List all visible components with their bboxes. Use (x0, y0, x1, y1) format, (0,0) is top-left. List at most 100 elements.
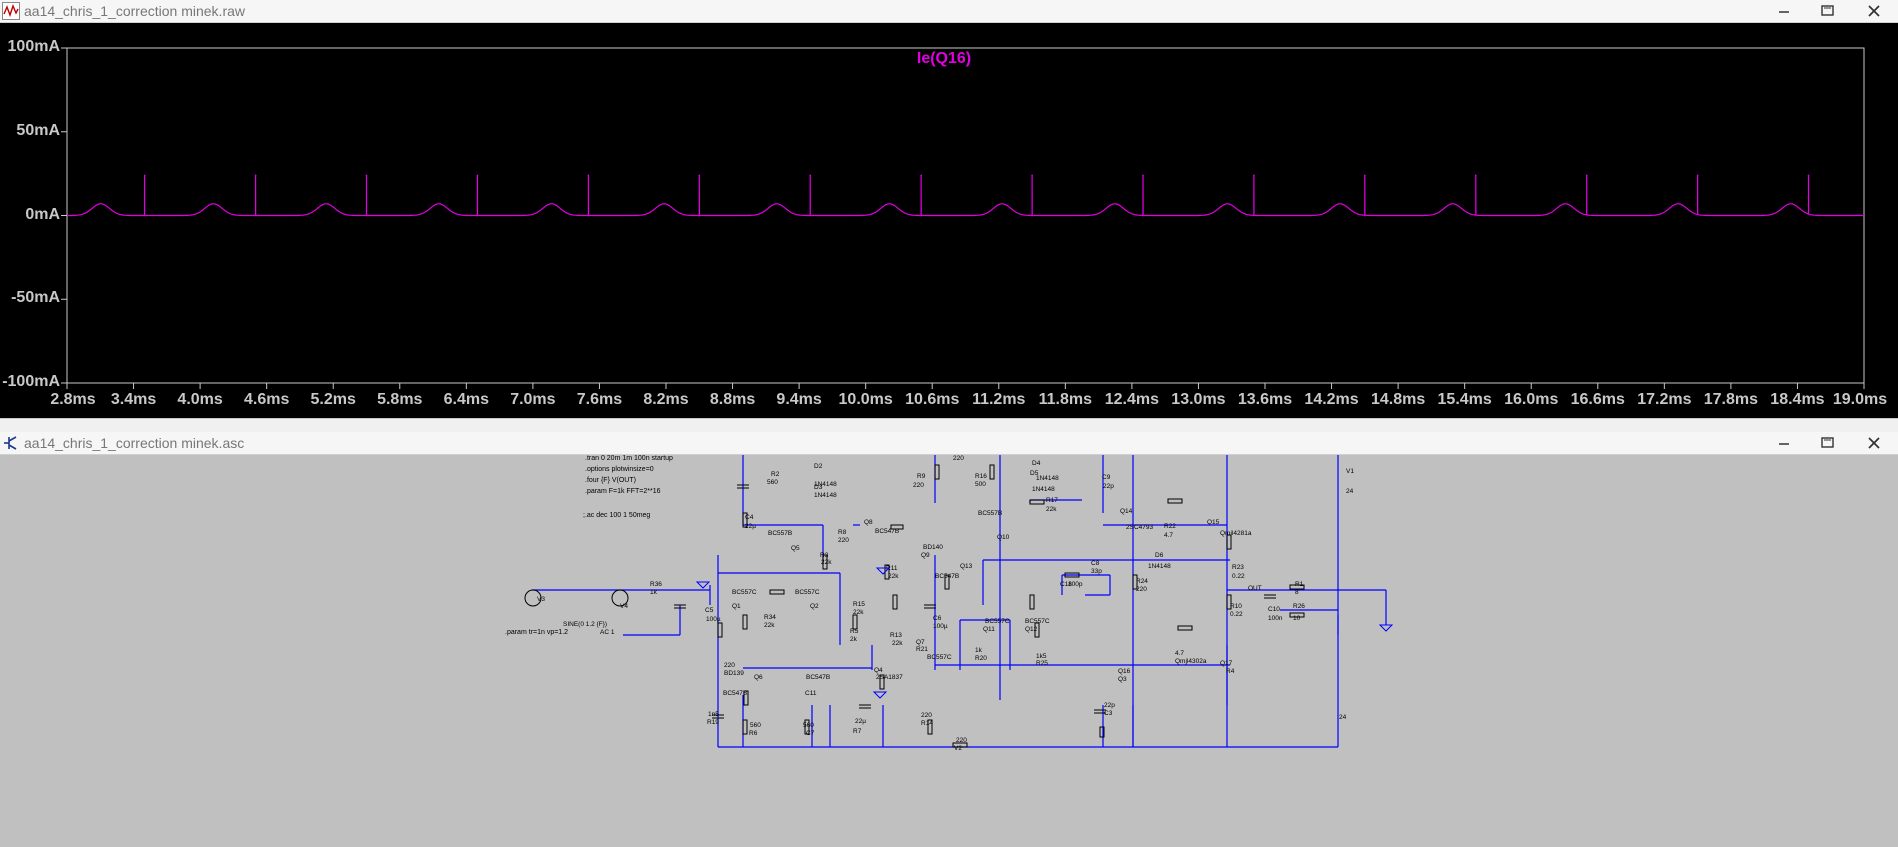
component-label: R16 (975, 473, 987, 480)
component-label: 2SA1837 (876, 674, 903, 681)
component-label: 22k (853, 609, 864, 616)
spike-peak-point (920, 174, 922, 177)
minimize-button[interactable] (1766, 433, 1802, 453)
component-label: R8 (838, 529, 847, 536)
maximize-button[interactable] (1810, 1, 1846, 21)
component-label: BC547B (875, 528, 899, 535)
component-label: R2 (771, 471, 780, 478)
component-label: 4.7 (1164, 532, 1173, 539)
x-tick-label: 10.0ms (838, 391, 893, 408)
component-label: R5 (850, 628, 859, 635)
spike-peak-point (1474, 174, 1477, 177)
resistor-symbol (1226, 534, 1232, 550)
spike-peak-point (1142, 174, 1144, 177)
component-label: V4 (620, 603, 628, 610)
component-label: OUT (1248, 585, 1262, 592)
spice-directive: .param tr=1n vp=1.2 (505, 629, 568, 636)
resistor-symbol (952, 742, 968, 748)
resistor-symbol (742, 719, 748, 735)
component-label: R10 (1230, 603, 1242, 610)
x-tick-label: 10.6ms (905, 391, 960, 408)
spice-directive: .four {F} V(OUT) (585, 477, 636, 484)
component-label: BC557B (768, 530, 792, 537)
component-label: BC557C (732, 589, 757, 596)
resistor-symbol (890, 524, 904, 530)
resistor-symbol (1132, 574, 1138, 590)
spike-peak-point (698, 174, 701, 177)
component-label: Q6 (754, 674, 763, 681)
x-tick-label: 5.2ms (310, 391, 356, 408)
component-label: 33p (1091, 568, 1102, 575)
x-tick-label: 12.4ms (1104, 391, 1160, 408)
schematic-drawing[interactable]: .lib http://www.minek.com/lib/minek.lib.… (0, 455, 1898, 847)
schematic-window-title: aa14_chris_1_correction minek.asc (24, 435, 245, 451)
component-label: 10 (1293, 615, 1301, 622)
component-label: C9 (1102, 474, 1111, 481)
component-label: 100µ (706, 616, 721, 623)
schematic-window-titlebar[interactable]: aa14_chris_1_correction minek.asc (0, 432, 1898, 455)
component-label: R11 (886, 565, 898, 572)
component-label: Q17 (1220, 660, 1233, 667)
close-button[interactable] (1856, 1, 1892, 21)
x-tick-label: 4.0ms (177, 391, 223, 408)
component-label: 24 (1346, 488, 1354, 495)
component-label: R22 (1164, 523, 1176, 530)
x-tick-label: 8.8ms (709, 391, 756, 408)
component-label: 1k (650, 589, 658, 596)
component-label: 22p (1104, 702, 1115, 709)
x-tick-label: 13.6ms (1237, 391, 1293, 408)
resistor-symbol (742, 614, 748, 630)
minimize-icon (1777, 436, 1791, 450)
y-tick-label: -100mA (2, 373, 60, 390)
minimize-button[interactable] (1766, 1, 1802, 21)
component-label: BC557B (978, 510, 1002, 517)
component-label: Q16 (1118, 668, 1131, 675)
x-tick-label: 17.2ms (1637, 391, 1692, 408)
component-label: Qmjl4281a (1220, 530, 1252, 537)
component-label: R19 (707, 719, 719, 726)
resistor-symbol (879, 674, 885, 690)
resistor-symbol (927, 719, 933, 735)
resistor-symbol (1034, 622, 1040, 638)
component-label: 500 (975, 481, 986, 488)
maximize-button[interactable] (1810, 433, 1846, 453)
component-label: 1N4148 (1036, 475, 1059, 482)
y-tick-label: 50mA (16, 121, 60, 139)
component-label: BC557C (795, 589, 820, 596)
trace-label[interactable]: Ie(Q16) (916, 50, 972, 67)
x-tick-label: 4.6ms (243, 391, 290, 408)
component-label: 22µ (855, 718, 866, 725)
component-label: R17 (1046, 497, 1058, 504)
component-label: AC 1 (600, 629, 615, 636)
component-label: 220 (921, 712, 932, 719)
ground-symbol (875, 567, 891, 575)
x-tick-label: 6.4ms (443, 391, 490, 408)
component-label: Q2 (810, 603, 819, 610)
x-tick-label: 16.6ms (1570, 391, 1625, 408)
component-label: C6 (933, 615, 942, 622)
component-label: D5 (1030, 470, 1039, 477)
component-label: 1N4148 (814, 481, 837, 488)
component-label: 4.7 (1175, 650, 1184, 657)
component-label: 220 (838, 537, 849, 544)
component-label: 2k (850, 636, 858, 643)
trace-ie-q16 (67, 175, 1864, 217)
maximize-icon (1820, 436, 1836, 450)
spike-peak-point (1031, 174, 1033, 177)
schematic-canvas[interactable]: .lib http://www.minek.com/lib/minek.lib.… (0, 455, 1898, 847)
resistor-symbol (1226, 594, 1232, 610)
waveform-chart[interactable] (0, 23, 1898, 418)
spike-peak-point (143, 174, 146, 177)
ground-symbol (872, 691, 888, 699)
component-label: Qmjl4302a (1175, 658, 1207, 665)
component-label: Q8 (864, 519, 873, 526)
waveform-window-titlebar[interactable]: aa14_chris_1_correction minek.raw (0, 0, 1898, 23)
component-label: SINE(0 1.2 {F}) (563, 621, 607, 628)
component-label: Q13 (960, 563, 973, 570)
y-tick-label: 0mA (25, 205, 60, 223)
component-label: R23 (1232, 564, 1244, 571)
component-label: 22k (764, 622, 775, 629)
close-button[interactable] (1856, 433, 1892, 453)
component-label: 1k5 (1036, 653, 1047, 660)
